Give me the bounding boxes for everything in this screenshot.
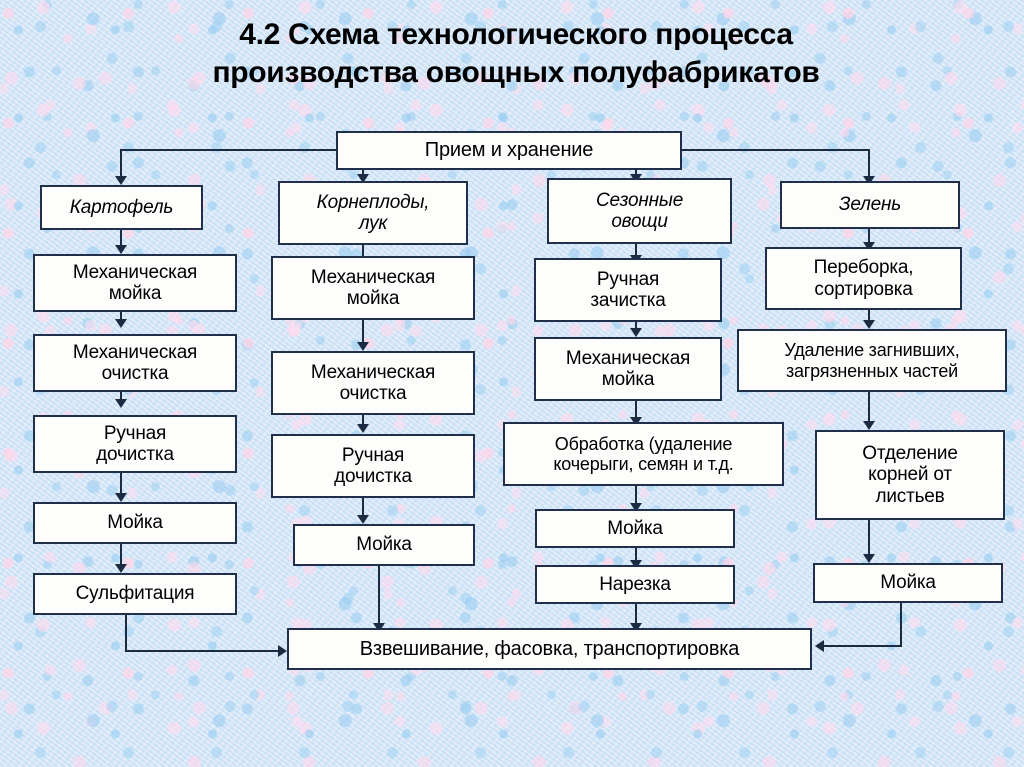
box-rootveg-step-4[interactable]: Мойка bbox=[293, 524, 475, 566]
box-seasonal-step-1[interactable]: Ручная зачистка bbox=[534, 258, 722, 322]
connector-seasonal-s3-s4 bbox=[635, 486, 637, 509]
box-seasonal-step-3[interactable]: Обработка (удаление кочерыги, семян и т.… bbox=[503, 422, 784, 486]
connector-rootveg-s1-s2 bbox=[362, 320, 364, 348]
arrow-root-to-col1 bbox=[115, 176, 127, 185]
connector-greens-s2-s3 bbox=[868, 392, 870, 428]
connector-root-bus-left bbox=[120, 149, 338, 151]
connector-potato-to-final-h bbox=[125, 650, 281, 652]
box-rootveg-step-3[interactable]: Ручная дочистка bbox=[271, 434, 475, 498]
arrow-rootveg-s2-s3 bbox=[357, 424, 369, 433]
arrow-seasonal-s1-s2 bbox=[630, 328, 642, 337]
connector-root-drop-col1 bbox=[120, 149, 122, 181]
connector-potato-s1-s2 bbox=[120, 312, 122, 325]
arrow-greens-s1-s2 bbox=[863, 320, 875, 329]
connector-greens-to-final-v bbox=[900, 603, 902, 647]
page-title: 4.2 Схема технологического процесса прои… bbox=[212, 18, 820, 89]
arrow-potato-s2-s3 bbox=[115, 399, 127, 408]
connector-potato-s4-s5 bbox=[120, 544, 122, 570]
connector-rootveg-h-s1 bbox=[362, 245, 364, 263]
connector-potato-to-final-v bbox=[125, 615, 127, 652]
box-root-intake[interactable]: Прием и хранение bbox=[336, 131, 682, 170]
connector-potato-s3-s4 bbox=[120, 473, 122, 499]
arrow-root-to-col2 bbox=[357, 174, 369, 183]
box-potato-step-2[interactable]: Механическая очистка bbox=[33, 334, 237, 392]
connector-seasonal-s2-s3 bbox=[635, 401, 637, 423]
arrow-seasonal-s2-s3 bbox=[630, 417, 642, 426]
box-rootveg-step-1[interactable]: Механическая мойка bbox=[271, 256, 475, 320]
connector-greens-to-final-h bbox=[824, 645, 902, 647]
connector-potato-h-s1 bbox=[120, 230, 122, 251]
box-branch-header-greens[interactable]: Зелень bbox=[780, 181, 960, 229]
box-seasonal-step-5[interactable]: Нарезка bbox=[535, 565, 735, 604]
connector-rootveg-to-final bbox=[378, 566, 380, 628]
arrow-greens-s2-s3 bbox=[863, 421, 875, 430]
arrow-potato-s4-s5 bbox=[115, 564, 127, 573]
connector-rootveg-s3-s4 bbox=[362, 498, 364, 521]
box-greens-step-1[interactable]: Переборка, сортировка bbox=[765, 247, 962, 310]
arrow-potato-to-final bbox=[278, 645, 287, 657]
arrow-potato-h-s1 bbox=[115, 245, 127, 254]
connector-greens-s1-s2 bbox=[868, 310, 870, 326]
arrow-greens-h-s1 bbox=[863, 242, 875, 251]
connector-root-drop-col4 bbox=[868, 149, 870, 181]
arrow-seasonal-s3-s4 bbox=[630, 503, 642, 512]
box-branch-header-potato[interactable]: Картофель bbox=[40, 185, 203, 230]
connector-seasonal-h-s1 bbox=[635, 244, 637, 261]
arrow-greens-s3-s4 bbox=[863, 554, 875, 563]
box-greens-step-2[interactable]: Удаление загнивших, загрязненных частей bbox=[737, 329, 1007, 392]
box-branch-header-root-vegetables[interactable]: Корнеплоды, лук bbox=[278, 181, 468, 245]
box-seasonal-step-4[interactable]: Мойка bbox=[535, 509, 735, 548]
box-potato-step-1[interactable]: Механическая мойка bbox=[33, 254, 237, 312]
box-rootveg-step-2[interactable]: Механическая очистка bbox=[271, 351, 475, 415]
box-greens-step-3[interactable]: Отделение корней от листьев bbox=[815, 430, 1005, 520]
connector-rootveg-s2-s3 bbox=[362, 415, 364, 430]
arrow-root-to-col4 bbox=[863, 176, 875, 185]
box-greens-step-4[interactable]: Мойка bbox=[813, 563, 1003, 603]
box-final-weighing-packing-transport[interactable]: Взвешивание, фасовка, транспортировка bbox=[287, 628, 812, 670]
arrow-potato-s3-s4 bbox=[115, 493, 127, 502]
arrow-rootveg-to-final bbox=[373, 623, 385, 632]
connector-greens-s3-s4 bbox=[868, 520, 870, 561]
arrow-rootveg-s3-s4 bbox=[357, 515, 369, 524]
connector-seasonal-s4-s5 bbox=[635, 548, 637, 566]
arrow-seasonal-s4-s5 bbox=[630, 560, 642, 569]
connector-root-bus-right bbox=[680, 149, 869, 151]
box-seasonal-step-2[interactable]: Механическая мойка bbox=[534, 337, 722, 401]
connector-seasonal-to-final bbox=[635, 604, 637, 628]
arrow-greens-to-final bbox=[815, 640, 824, 652]
arrow-potato-s1-s2 bbox=[115, 319, 127, 328]
box-branch-header-seasonal[interactable]: Сезонные овощи bbox=[547, 178, 732, 244]
box-potato-step-5[interactable]: Сульфитация bbox=[33, 573, 237, 615]
arrow-seasonal-to-final bbox=[630, 623, 642, 632]
connector-potato-s2-s3 bbox=[120, 392, 122, 405]
connector-greens-h-s1 bbox=[868, 229, 870, 248]
arrow-rootveg-s1-s2 bbox=[357, 342, 369, 351]
box-potato-step-3[interactable]: Ручная дочистка bbox=[33, 415, 237, 473]
box-potato-step-4[interactable]: Мойка bbox=[33, 502, 237, 544]
